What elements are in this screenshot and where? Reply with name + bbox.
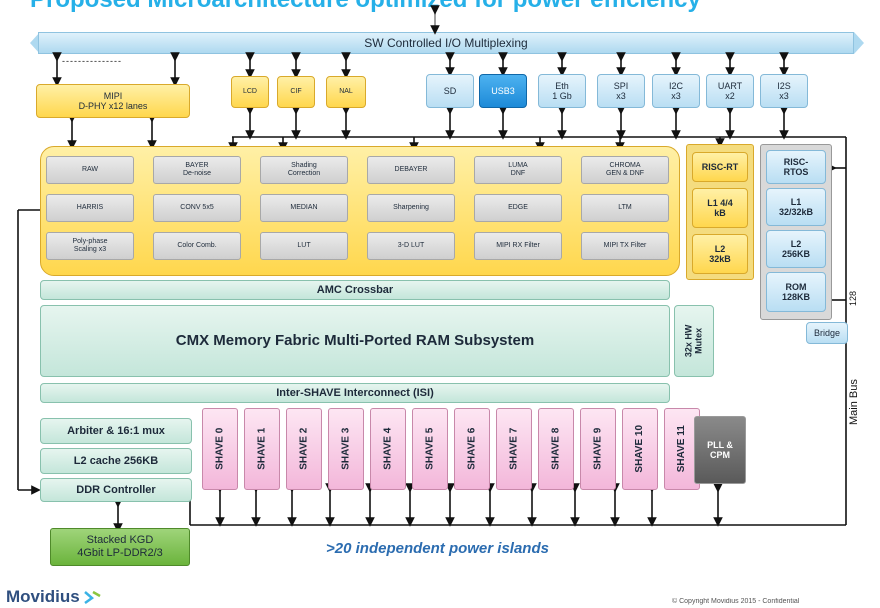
shave-core-label: SHAVE 0 (214, 427, 226, 471)
isp-block: HARRIS (46, 194, 134, 222)
usb3-block: USB3 (479, 74, 527, 108)
isp-block: MIPI RX Filter (474, 232, 562, 260)
page-title: Proposed Microarchitecture optimized for… (30, 0, 850, 20)
risc-rtos-rom: ROM 128KB (766, 272, 826, 312)
shave-core: SHAVE 3 (328, 408, 364, 490)
isp-block-grid: RAW BAYER De-noise Shading Correction DEBAY… (46, 156, 674, 268)
movidius-logo-text: Movidius (6, 587, 80, 606)
cif-block: CIF (277, 76, 315, 108)
movidius-logo: Movidius (6, 586, 146, 608)
mipi-dashes: --------------- (62, 56, 122, 66)
isp-block: Color Comb. (153, 232, 241, 260)
shave-core-label: SHAVE 9 (592, 427, 604, 471)
cmx-memory-block: CMX Memory Fabric Multi-Ported RAM Subsy… (40, 305, 670, 377)
shave-core: SHAVE 10 (622, 408, 658, 490)
mipi-lanes-label: D-PHY x12 lanes (78, 101, 148, 111)
isp-block: Poly-phase Scaling x3 (46, 232, 134, 260)
nal-block: NAL (326, 76, 366, 108)
shave-core: SHAVE 7 (496, 408, 532, 490)
shave-core-label: SHAVE 2 (298, 427, 310, 471)
isp-block: LUMA DNF (474, 156, 562, 184)
sw-bar-right-arrow (854, 32, 864, 54)
arbiter-block: Arbiter & 16:1 mux (40, 418, 192, 444)
amc-crossbar-block: AMC Crossbar (40, 280, 670, 300)
shave-core-label: SHAVE 8 (550, 427, 562, 471)
shave-core: SHAVE 1 (244, 408, 280, 490)
mipi-block: MIPI D-PHY x12 lanes (36, 84, 190, 118)
shave-core: SHAVE 4 (370, 408, 406, 490)
movidius-logo-mark-icon (83, 590, 101, 604)
risc-rt-title: RISC-RT (692, 152, 748, 182)
shave-core-label: SHAVE 4 (382, 427, 394, 471)
shave-core: SHAVE 8 (538, 408, 574, 490)
power-islands-caption: >20 independent power islands (326, 540, 549, 557)
isp-block: 3-D LUT (367, 232, 455, 260)
isp-block: LTM (581, 194, 669, 222)
isp-block: DEBAYER (367, 156, 455, 184)
hw-mutex-block: 32x HW Mutex (674, 305, 714, 377)
shave-core-label: SHAVE 11 (676, 425, 688, 473)
isi-interconnect-block: Inter-SHAVE Interconnect (ISI) (40, 383, 670, 403)
isp-block: LUT (260, 232, 348, 260)
shave-core: SHAVE 5 (412, 408, 448, 490)
mipi-label: MIPI (103, 90, 123, 101)
main-bus-label: Main Bus (848, 379, 860, 425)
shave-core: SHAVE 2 (286, 408, 322, 490)
shave-core: SHAVE 6 (454, 408, 490, 490)
hw-mutex-label: 32x HW Mutex (683, 324, 703, 358)
isp-block: CONV 5x5 (153, 194, 241, 222)
shave-core: SHAVE 9 (580, 408, 616, 490)
copyright-text: © Copyright Movidius 2015 - Confidential (672, 598, 800, 605)
shave-core-label: SHAVE 6 (466, 427, 478, 471)
isp-block: CHROMA GEN & DNF (581, 156, 669, 184)
isp-pipeline-container (40, 146, 680, 276)
isp-block: MEDIAN (260, 194, 348, 222)
l2-cache-block: L2 cache 256KB (40, 448, 192, 474)
sw-bar-left-arrow (30, 32, 40, 54)
lcd-block: LCD (231, 76, 269, 108)
pll-cpm-block: PLL & CPM (694, 416, 746, 484)
isp-block: RAW (46, 156, 134, 184)
bridge-block: Bridge (806, 322, 848, 344)
risc-rtos-title: RISC- RTOS (766, 150, 826, 184)
isp-block: EDGE (474, 194, 562, 222)
shave-core-label: SHAVE 5 (424, 427, 436, 471)
shave-core: SHAVE 0 (202, 408, 238, 490)
risc-rtos-l2: L2 256KB (766, 230, 826, 268)
isp-block: Shading Correction (260, 156, 348, 184)
shave-core-label: SHAVE 7 (508, 427, 520, 471)
shave-core-label: SHAVE 3 (340, 427, 352, 471)
isp-block: Sharpening (367, 194, 455, 222)
stacked-kgd-line2: 4Gbit LP-DDR2/3 (77, 547, 163, 559)
stacked-kgd-line1: Stacked KGD (86, 534, 154, 547)
ddr-controller-block: DDR Controller (40, 478, 192, 502)
shave-core-label: SHAVE 10 (634, 425, 646, 473)
shave-row: SHAVE 0 SHAVE 1 SHAVE 2 SHAVE 3 SHAVE 4 SHAVE… (202, 408, 700, 490)
isp-block: MIPI TX Filter (581, 232, 669, 260)
stacked-kgd-block: Stacked KGD 4Gbit LP-DDR2/3 (50, 528, 190, 566)
sd-block: SD (426, 74, 474, 108)
risc-rt-l1: L1 4/4 kB (692, 188, 748, 228)
risc-rtos-l1: L1 32/32kB (766, 188, 826, 226)
bus-width-label: 128 (848, 290, 858, 306)
risc-rt-l2: L2 32kB (692, 234, 748, 274)
isp-block: BAYER De-noise (153, 156, 241, 184)
shave-core-label: SHAVE 1 (256, 427, 268, 471)
